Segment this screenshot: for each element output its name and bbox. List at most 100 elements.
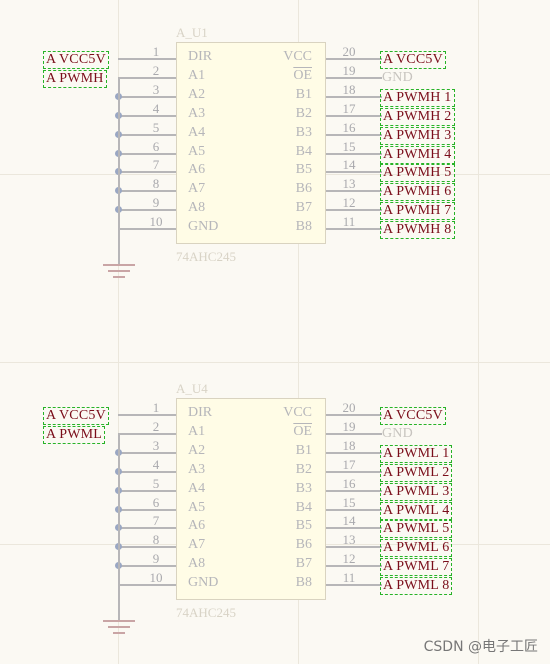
chip-body — [176, 42, 326, 244]
pin-number: 1 — [152, 44, 160, 59]
net-label: A PWMH 6 — [380, 183, 455, 202]
pin-number: 14 — [342, 157, 356, 173]
pin-number: 20 — [342, 400, 356, 415]
pin-line — [326, 470, 382, 473]
net-label: A PWMH 7 — [380, 202, 455, 221]
pin-name: A1 — [188, 67, 206, 83]
pin-line — [118, 508, 176, 511]
pin-line — [326, 133, 382, 136]
pin-number: 15 — [342, 494, 356, 510]
pin-name: A1 — [188, 423, 206, 439]
pin-number: 19 — [342, 62, 356, 78]
pin-line — [326, 114, 382, 117]
pin-name: A3 — [188, 105, 206, 121]
pin-line — [326, 209, 382, 212]
pin-name: VCC — [283, 405, 312, 420]
pin-number: 2 — [152, 62, 160, 78]
ground-symbol — [103, 264, 135, 267]
pin-line — [118, 152, 176, 155]
pin-number: 2 — [152, 418, 160, 434]
pin-name: B6 — [295, 181, 312, 197]
pin-number: 9 — [152, 195, 160, 211]
grid-line — [298, 0, 299, 664]
pin-number: 7 — [152, 513, 160, 529]
pin-line — [326, 228, 382, 231]
ground-symbol — [108, 626, 130, 629]
pin-line — [326, 489, 382, 492]
pin-name: B8 — [295, 219, 312, 235]
pin-number: 8 — [152, 532, 160, 548]
pin-name: A5 — [188, 143, 206, 159]
pin-name: B1 — [295, 86, 312, 102]
ground-symbol — [113, 276, 125, 279]
pin-number: 14 — [342, 513, 356, 529]
pin-name: VCC — [283, 49, 312, 64]
pin-line — [118, 584, 176, 587]
pin-name: B1 — [295, 442, 312, 458]
pin-name: DIR — [188, 49, 213, 64]
pin-number: 18 — [342, 81, 356, 97]
pin-number: 1 — [152, 400, 160, 415]
pin-line — [326, 432, 382, 435]
pin-line — [326, 190, 382, 193]
net-label: GND — [382, 425, 413, 441]
pin-line — [326, 584, 382, 587]
pin-number: 10 — [149, 214, 163, 230]
pin-line — [118, 209, 176, 212]
pin-line — [326, 95, 382, 98]
pin-number: 17 — [342, 100, 356, 116]
pin-line — [326, 152, 382, 155]
designator: A_U1 — [176, 25, 208, 40]
pin-name: A7 — [188, 181, 206, 197]
net-label: A PWML 3 — [380, 482, 453, 501]
pin-line — [118, 489, 176, 492]
pin-line — [118, 414, 176, 416]
net-label: A PWMH — [43, 69, 107, 88]
pin-line — [326, 76, 382, 79]
pin-number: 5 — [152, 475, 160, 491]
part-type: 74AHC245 — [176, 249, 236, 264]
pin-number: 3 — [152, 81, 160, 97]
pin-number: 4 — [152, 100, 160, 116]
pin-line — [326, 58, 382, 60]
pin-name: A4 — [188, 480, 206, 496]
pin-line — [326, 565, 382, 568]
pin-number: 15 — [342, 138, 356, 154]
gnd-wire — [118, 228, 120, 265]
pin-name: B5 — [295, 518, 312, 534]
net-label: A PWML 2 — [380, 463, 453, 482]
pin-number: 8 — [152, 176, 160, 192]
net-label: A PWML 4 — [380, 501, 453, 520]
pin-number: 13 — [342, 176, 356, 192]
net-label: A VCC5V — [380, 407, 446, 425]
pin-name: B4 — [295, 143, 312, 159]
part-type: 74AHC245 — [176, 605, 236, 620]
pin-number: 7 — [152, 157, 160, 173]
pin-name: A6 — [188, 162, 206, 178]
pin-number: 3 — [152, 437, 160, 453]
pin-name: B6 — [295, 537, 312, 553]
grid-line — [478, 0, 479, 664]
net-label: A PWMH 1 — [380, 88, 455, 107]
pin-number: 16 — [342, 119, 356, 135]
net-label: A VCC5V — [43, 51, 109, 69]
pin-number: 6 — [152, 138, 160, 154]
pin-line — [118, 565, 176, 568]
pin-line — [118, 58, 176, 60]
pin-name: GND — [188, 219, 219, 235]
pin-name: B2 — [295, 461, 312, 477]
net-label: A PWML 5 — [380, 520, 453, 539]
net-label: A PWML — [43, 425, 106, 444]
pin-line — [118, 76, 176, 79]
pin-number: 17 — [342, 456, 356, 472]
pin-name: A4 — [188, 124, 206, 140]
pin-name: OE — [293, 423, 312, 439]
pin-name: A8 — [188, 200, 206, 216]
pin-name: B3 — [295, 480, 312, 496]
pin-line — [326, 546, 382, 549]
pin-name: A2 — [188, 442, 206, 458]
net-label: A PWML 7 — [380, 558, 453, 577]
ground-symbol — [113, 632, 125, 635]
net-label: A PWMH 8 — [380, 221, 455, 240]
pin-name: A7 — [188, 537, 206, 553]
